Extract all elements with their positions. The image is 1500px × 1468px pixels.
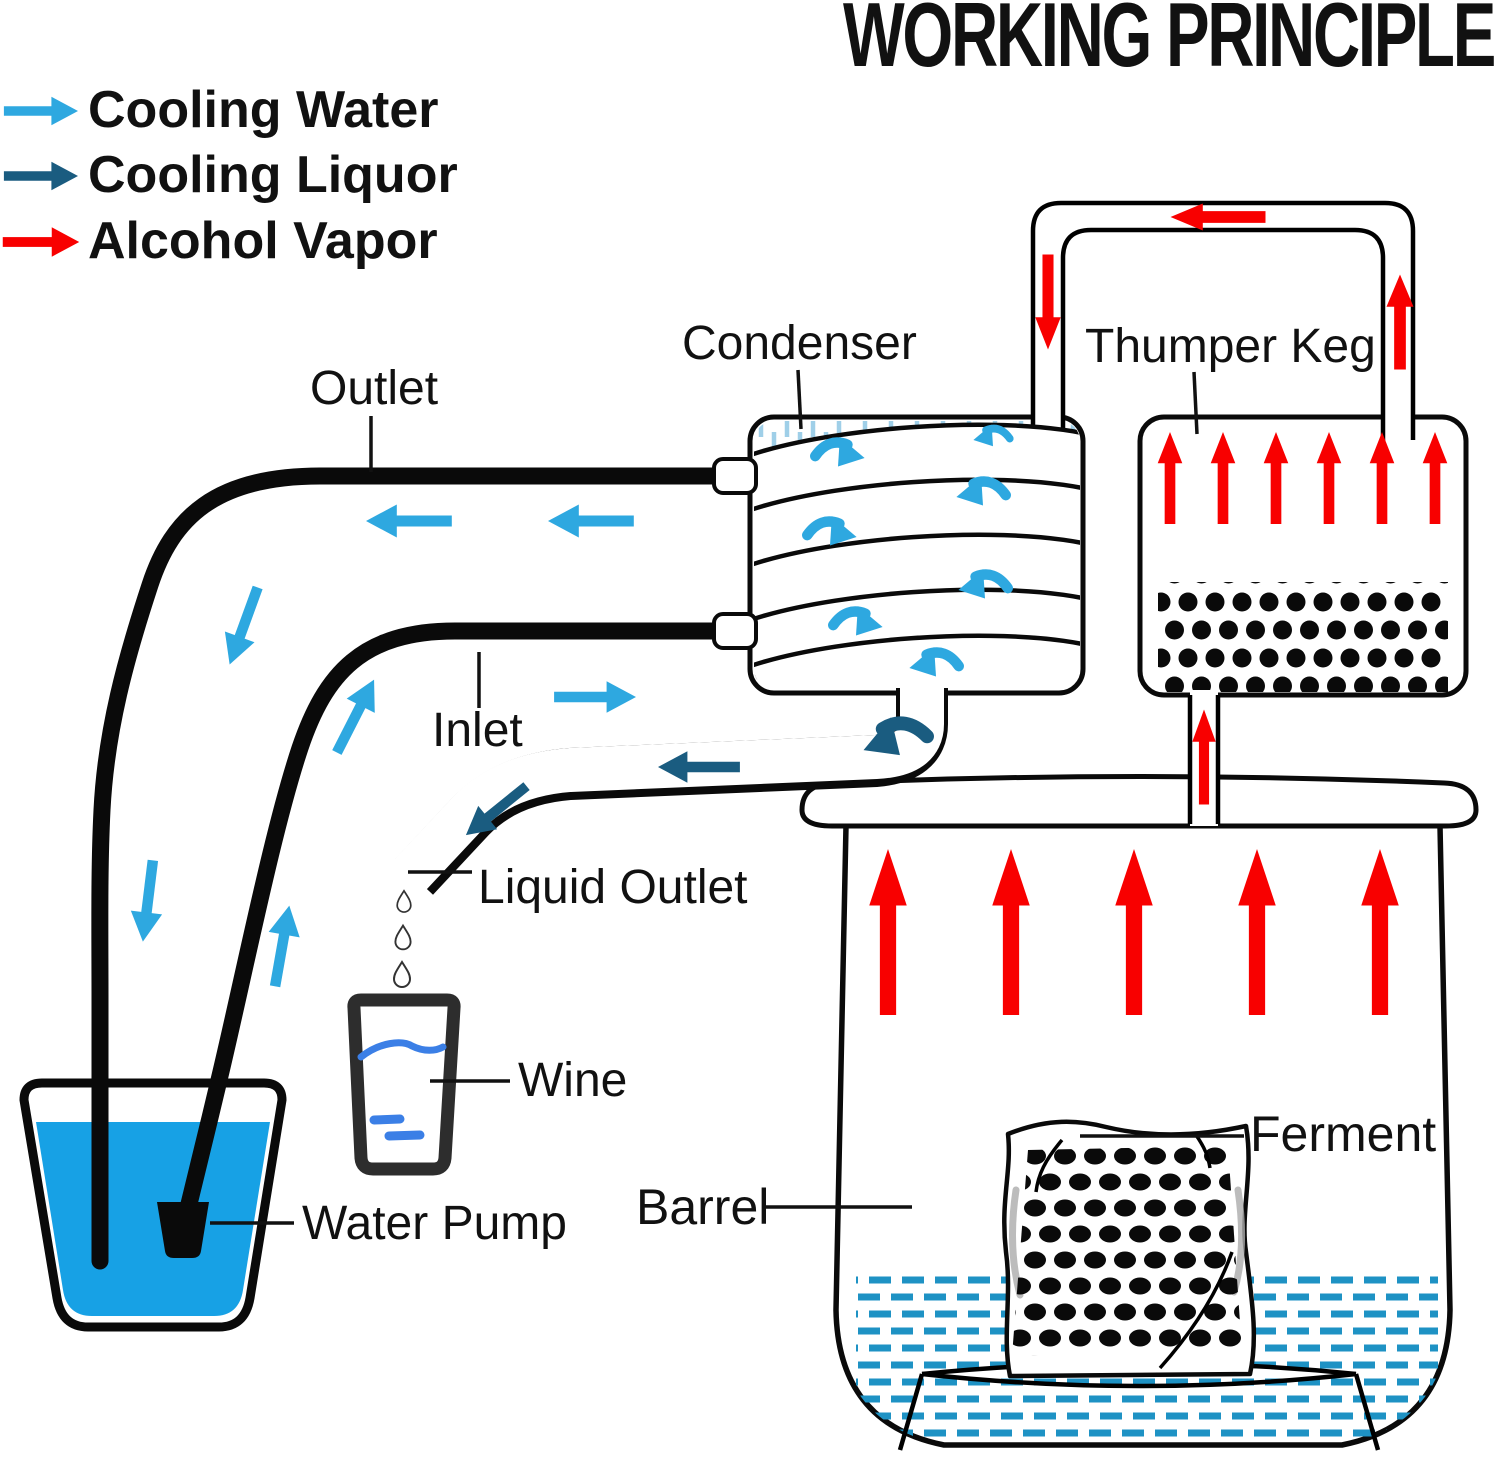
outlet-label: Outlet	[310, 362, 438, 415]
bucket-water	[36, 1122, 270, 1316]
wine-surface	[357, 1039, 447, 1061]
legend-alcohol-vapor: Alcohol Vapor	[88, 212, 438, 270]
water-pump-label: Water Pump	[302, 1197, 567, 1250]
wine-marks	[369, 1114, 425, 1141]
cooling-water-arrow	[548, 504, 634, 538]
legend: Cooling Water Cooling Liquor Alcohol Vap…	[2, 81, 458, 270]
condenser-coil	[754, 422, 1080, 689]
wine-glass	[347, 993, 461, 1176]
ferment-bag	[1002, 1119, 1257, 1379]
keg-barrel-pipe	[1187, 690, 1221, 826]
ferment-mash-dots	[1012, 1146, 1242, 1356]
wine-label: Wine	[518, 1054, 627, 1107]
cooling-water-arrow	[366, 504, 452, 538]
vapor-loop-pipe	[1030, 200, 1416, 450]
cooling-liquor-legend-arrow	[3, 161, 78, 191]
outlet-nozzle	[712, 457, 758, 495]
page-title: WORKING PRINCIPLE	[843, 0, 1494, 86]
cooling-water-arrow	[127, 858, 169, 944]
cooling-water-arrow	[214, 582, 273, 670]
legend-cooling-water: Cooling Water	[88, 81, 439, 139]
cooling-water-arrow	[554, 681, 636, 713]
cooling-water-bucket	[19, 1078, 287, 1332]
legend-cooling-liquor: Cooling Liquor	[88, 146, 458, 204]
condenser-label: Condenser	[682, 317, 917, 370]
barrel-label: Barrel	[636, 1179, 769, 1235]
keg-liquid-dots	[1158, 582, 1448, 692]
barrel-lid	[799, 774, 1479, 829]
water-pump	[157, 1202, 209, 1258]
liquid-outlet-pipe	[392, 680, 948, 895]
inlet-label: Inlet	[432, 704, 523, 757]
liquid-outlet-label: Liquid Outlet	[478, 861, 748, 914]
thumper-keg-label: Thumper Keg	[1085, 320, 1376, 373]
cooling-water-legend-arrow	[3, 96, 78, 126]
inlet-nozzle	[712, 612, 758, 650]
alcohol-vapor-legend-arrow	[2, 227, 80, 257]
ferment-label: Ferment	[1250, 1106, 1436, 1162]
outlet-hose	[91, 467, 751, 1270]
bag-wrinkles	[1034, 1134, 1234, 1370]
cooling-water-arrow	[259, 902, 305, 990]
liquor-drops	[393, 889, 412, 988]
leader-lines	[210, 369, 1244, 1225]
inlet-hose	[180, 622, 751, 1213]
